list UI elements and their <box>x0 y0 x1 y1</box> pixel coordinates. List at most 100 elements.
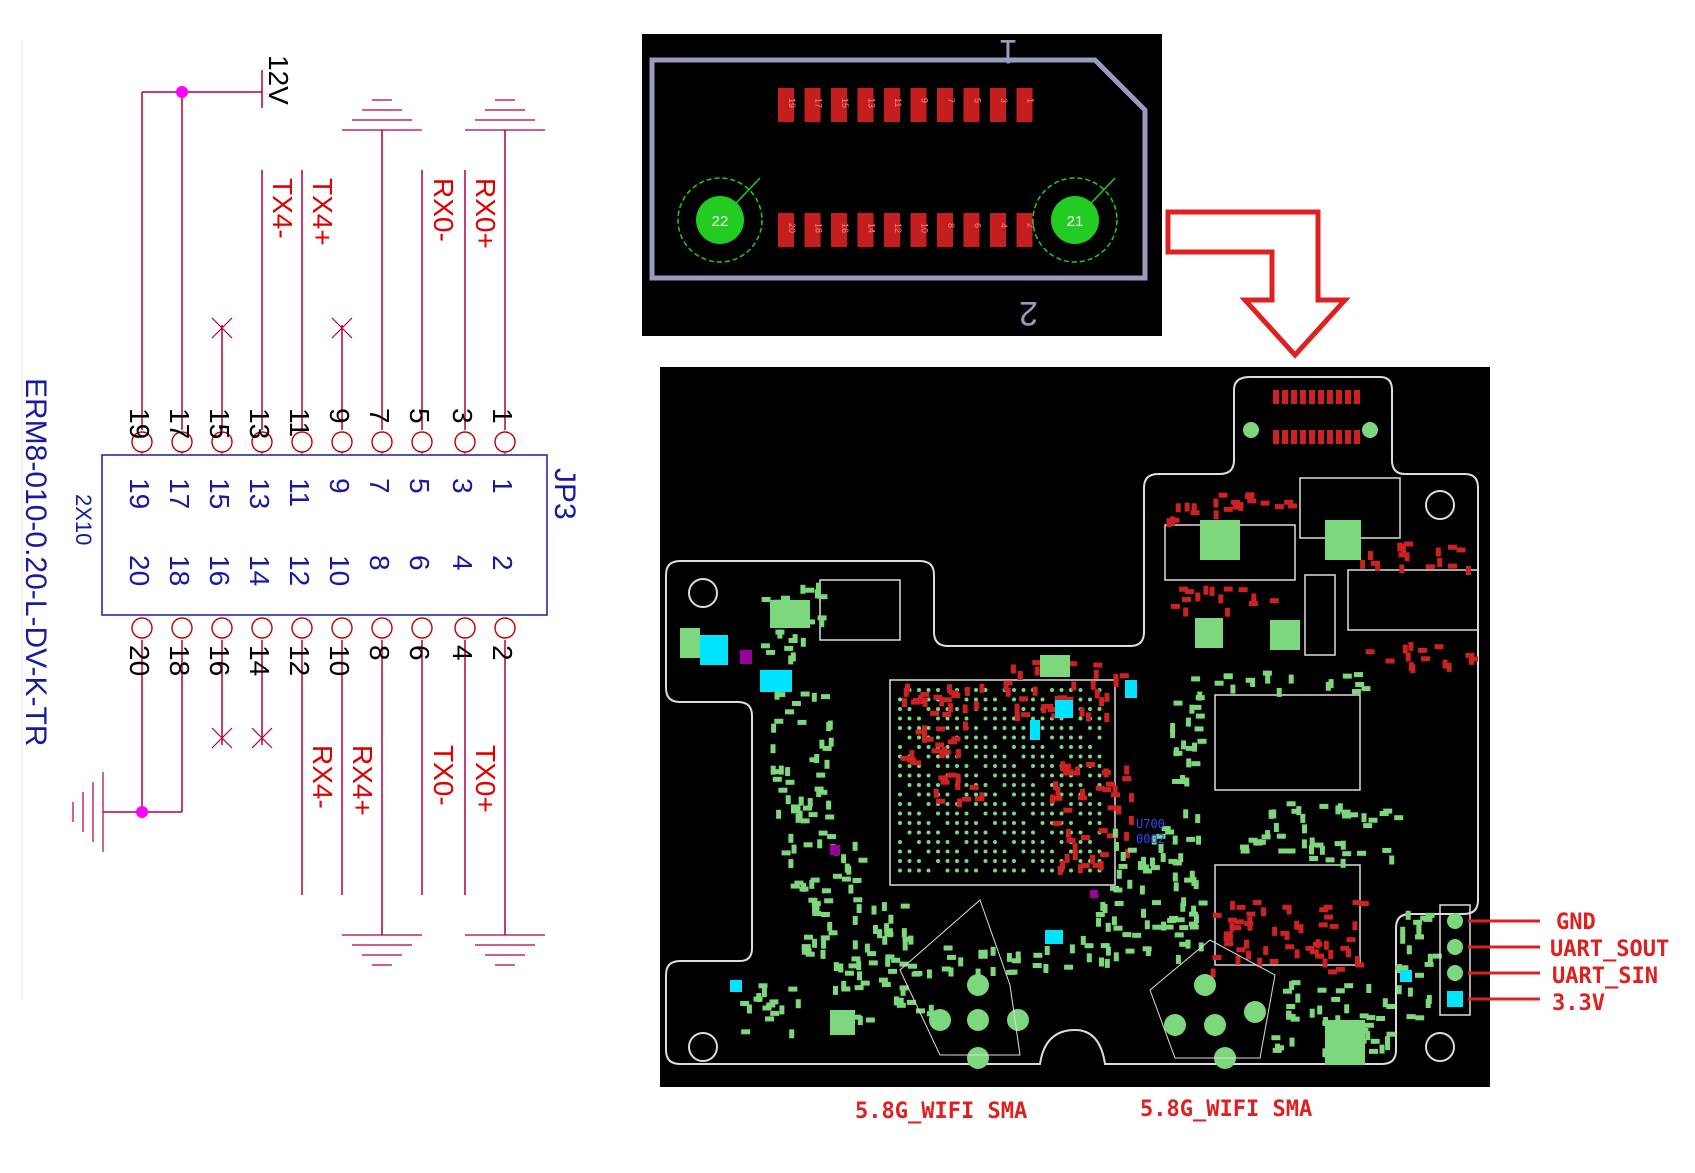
smd-component <box>915 729 925 735</box>
smd-component <box>1288 503 1298 509</box>
smd-component <box>951 692 961 698</box>
pin-inner-11: 11 <box>284 478 315 507</box>
smd-component <box>1329 923 1339 929</box>
smd-component <box>781 595 790 601</box>
smd-component <box>1232 504 1242 510</box>
bga-ball <box>993 849 997 854</box>
smd-component <box>1032 686 1038 696</box>
smd-component <box>1195 713 1205 719</box>
pin-inner-7: 7 <box>364 478 395 494</box>
smd-component <box>1364 1022 1374 1028</box>
smd-component <box>990 967 996 976</box>
bga-ball <box>1021 830 1026 835</box>
smd-component <box>1246 911 1256 917</box>
bga-ball <box>945 868 950 873</box>
bga-ball <box>898 707 902 711</box>
bga-ball <box>926 840 931 844</box>
smd-component <box>1053 781 1059 791</box>
smd-component <box>1185 939 1191 949</box>
bga-ball <box>1002 821 1007 825</box>
smd-component <box>908 935 914 945</box>
smd-component <box>916 1008 925 1014</box>
bga-ball <box>964 830 969 835</box>
smd-component <box>1142 946 1152 952</box>
smd-component <box>1405 652 1411 662</box>
package-label: 2X10 <box>71 494 96 545</box>
bga-ball <box>945 726 950 730</box>
bga-ball <box>1040 764 1045 768</box>
fp-pad-label-7: 7 <box>946 98 956 103</box>
smd-component <box>1150 857 1155 867</box>
smd-component <box>1295 993 1301 1003</box>
bga-ball <box>1088 754 1092 759</box>
smd-component <box>1322 958 1328 968</box>
bga-ball <box>926 754 931 759</box>
smd-component <box>1173 700 1183 706</box>
smd-component <box>955 781 961 790</box>
smd-component <box>1218 594 1224 604</box>
smd-component <box>1328 949 1334 959</box>
smd-component <box>772 776 782 782</box>
pin-inner-13: 13 <box>244 478 275 509</box>
board-mount-holes <box>688 490 1455 1062</box>
smd-component <box>781 850 791 856</box>
smd-component <box>1435 547 1441 557</box>
smd-component <box>1256 839 1266 845</box>
bga-ball <box>945 821 950 825</box>
pin-circle-9 <box>331 431 353 453</box>
smd-component <box>1099 697 1105 707</box>
smd-component <box>1144 920 1150 930</box>
smd-component <box>1252 900 1262 905</box>
smd-component <box>1437 557 1443 567</box>
smd-component <box>1193 914 1199 924</box>
smd-component <box>1286 1004 1296 1009</box>
bga-ball <box>1021 688 1026 692</box>
smd-component <box>1186 836 1196 842</box>
smd-component <box>1318 922 1328 928</box>
bga-ball <box>936 859 940 863</box>
smd-component <box>946 684 952 694</box>
bga-ball <box>1040 868 1045 873</box>
smd-component <box>852 940 858 950</box>
smd-component <box>1071 681 1077 691</box>
smd-component <box>1032 963 1042 968</box>
bga-ball <box>1002 726 1007 730</box>
smd-component <box>841 980 847 990</box>
bga-ball <box>1012 745 1016 749</box>
smd-component <box>939 697 945 707</box>
smd-component <box>888 968 898 974</box>
smd-component <box>1232 925 1242 931</box>
smd-component <box>1286 848 1296 854</box>
smd-component <box>1084 943 1094 949</box>
bga-ball <box>1040 840 1045 844</box>
smd-component <box>1288 674 1294 684</box>
mount-hole-left-label: 22 <box>712 213 729 230</box>
bga-ball <box>1002 830 1007 835</box>
smd-component <box>1183 809 1189 819</box>
smd-component <box>1247 921 1253 931</box>
pin-inner-6: 6 <box>404 555 435 571</box>
smd-component <box>877 929 883 939</box>
smd-component <box>776 692 786 698</box>
smd-component <box>1401 543 1406 553</box>
smd-component <box>1309 1008 1315 1018</box>
smd-component <box>1080 863 1090 869</box>
smd-component <box>811 692 817 702</box>
component-block <box>770 600 810 628</box>
smd-component <box>1246 950 1251 960</box>
bga-ball <box>993 707 997 711</box>
smd-component <box>1175 917 1185 923</box>
bga-ball <box>1059 735 1064 740</box>
pin-inner-10: 10 <box>324 555 355 586</box>
smd-component <box>1416 926 1422 936</box>
smd-component <box>1335 805 1341 815</box>
smd-component <box>1346 937 1356 943</box>
smd-component <box>801 882 806 892</box>
bga-ball <box>936 811 940 816</box>
smd-component <box>1119 673 1129 679</box>
pin2-marker: 2 <box>1019 294 1038 332</box>
smd-component <box>1104 692 1110 702</box>
smd-component <box>1247 498 1257 504</box>
smd-component <box>955 749 961 758</box>
bga-ball <box>1050 735 1054 740</box>
